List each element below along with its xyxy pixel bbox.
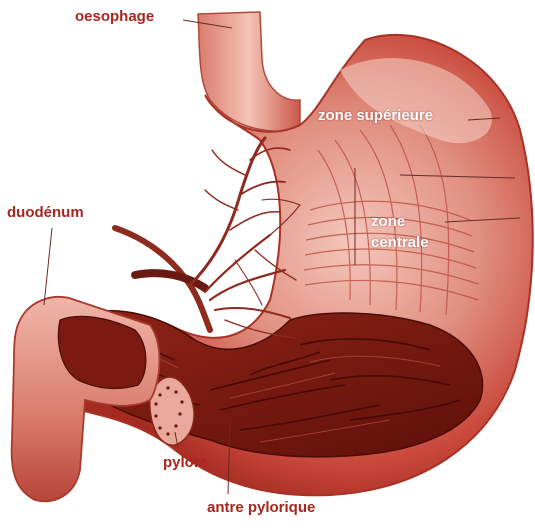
label-pylore: pylore bbox=[163, 455, 208, 472]
label-oesophage: oesophage bbox=[75, 9, 154, 26]
label-zone-centrale-line1: zone bbox=[371, 214, 405, 231]
oesophagus bbox=[198, 12, 300, 131]
label-zone-superieure: zone supérieure bbox=[318, 108, 433, 125]
label-zone-centrale-line2: centrale bbox=[371, 235, 429, 252]
label-duodenum: duodénum bbox=[7, 205, 84, 222]
leader-duodenum bbox=[44, 228, 52, 305]
label-antre-pylorique: antre pylorique bbox=[207, 500, 315, 517]
